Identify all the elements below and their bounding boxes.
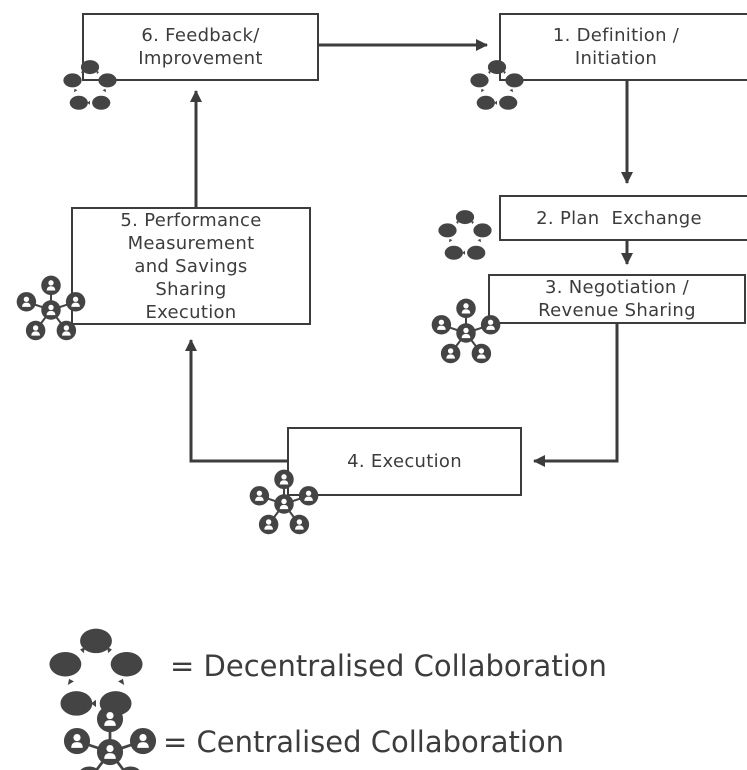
step-5-performance-box: 5. Performance Measurement and Savings S… <box>71 207 311 325</box>
step-3-line-1: 3. Negotiation / <box>544 277 690 298</box>
step-1-line-2: Initiation <box>574 48 658 69</box>
step-2-line-1: 2. Plan Exchange <box>536 207 702 229</box>
step-2-plan-exchange-box: 2. Plan Exchange <box>499 195 747 241</box>
arrow-4-to-5 <box>185 339 288 463</box>
step-6-feedback-box: 6. Feedback/ Improvement <box>82 13 319 81</box>
step-5-line-1: 5. Performance <box>120 209 262 231</box>
step-5-centralised-icon <box>17 276 86 341</box>
step-4-centralised-icon <box>250 470 319 535</box>
step-1-decentralised-icon <box>470 60 524 110</box>
step-1-line-1: 1. Definition / <box>552 25 680 46</box>
step-4-execution-box: 4. Execution <box>287 427 522 496</box>
step-3-negotiation-box: 3. Negotiation / Revenue Sharing <box>488 274 746 324</box>
arrow-3-to-4 <box>533 320 619 467</box>
step-4-line-1: 4. Execution <box>347 451 462 472</box>
legend-decentralised-icon <box>49 628 143 716</box>
step-1-definition-box: 1. Definition / Initiation <box>499 13 747 81</box>
step-5-line-2: Measurement <box>127 232 255 254</box>
step-5-line-5: Execution <box>145 301 237 323</box>
step-6-line-1: 6. Feedback/ <box>141 25 260 46</box>
step-3-line-2: Revenue Sharing <box>538 300 696 321</box>
legend-centralised-label: = Centralised Collaboration <box>163 725 565 759</box>
step-5-line-3: and Savings <box>134 255 248 277</box>
step-5-line-4: Sharing <box>155 278 227 300</box>
step-3-centralised-icon <box>432 299 501 364</box>
step-6-line-2: Improvement <box>138 48 263 69</box>
legend-decentralised-label: = Decentralised Collaboration <box>170 649 607 683</box>
step-6-decentralised-icon <box>63 60 117 110</box>
step-2-decentralised-icon <box>438 210 492 260</box>
